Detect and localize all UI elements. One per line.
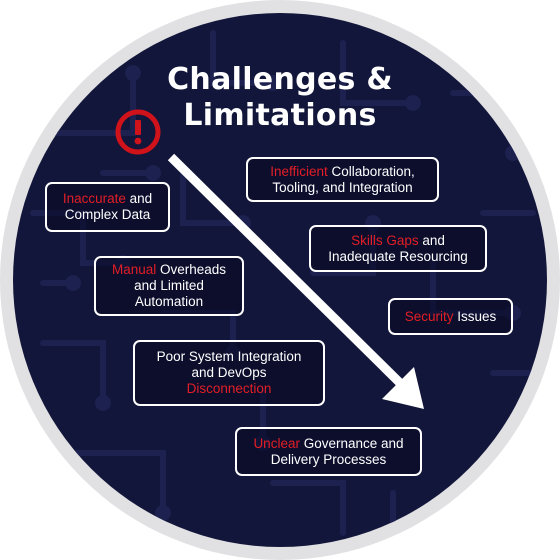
challenge-highlight: Skills Gaps	[351, 232, 419, 248]
challenge-text: Poor System Integration	[156, 349, 302, 364]
challenge-unclear-governance: Unclear Governance and Delivery Processe…	[235, 427, 422, 476]
challenge-highlight: Disconnection	[186, 381, 272, 396]
challenge-text: Issues	[453, 308, 497, 324]
challenge-text: Collaboration,	[327, 163, 415, 179]
challenge-security-issues: Security Issues	[388, 298, 513, 335]
challenge-highlight: Manual	[111, 262, 157, 277]
challenge-text: Overheads	[156, 262, 227, 277]
challenge-text: Complex Data	[64, 207, 151, 222]
challenge-text: Tooling, and Integration	[272, 179, 413, 195]
challenge-manual-overheads: Manual Overheads and Limited Automation	[94, 256, 244, 316]
challenge-text: Governance and	[299, 435, 404, 451]
challenge-text: Inadequate Resourcing	[328, 248, 468, 264]
challenge-highlight: Inefficient	[270, 163, 328, 179]
challenge-highlight: Unclear	[253, 435, 300, 451]
challenge-text: and Limited	[134, 278, 204, 293]
challenge-skills-gaps: Skills Gaps and Inadequate Resourcing	[309, 225, 487, 272]
title-line-2: Limitations	[183, 98, 377, 133]
challenge-highlight: Security	[404, 308, 454, 324]
title-line-1: Challenges &	[167, 62, 393, 97]
navy-disc	[13, 13, 547, 547]
challenge-inaccurate-data: Inaccurate and Complex Data	[45, 182, 170, 232]
circuit-pattern-background	[30, 30, 541, 541]
challenge-text: Delivery Processes	[270, 451, 387, 467]
challenge-text: and	[125, 191, 153, 206]
diagram-title: Challenges & Limitations	[0, 62, 560, 134]
challenge-poor-system-integration: Poor System Integration and DevOps Disco…	[133, 340, 325, 406]
challenge-text: and	[418, 232, 445, 248]
challenge-highlight: Inaccurate	[62, 191, 126, 206]
exclamation-circle-icon	[115, 109, 161, 155]
challenge-inefficient-collaboration: Inefficient Collaboration, Tooling, and …	[246, 157, 439, 202]
challenge-text: Automation	[134, 294, 204, 309]
challenge-text: and DevOps	[191, 365, 267, 380]
